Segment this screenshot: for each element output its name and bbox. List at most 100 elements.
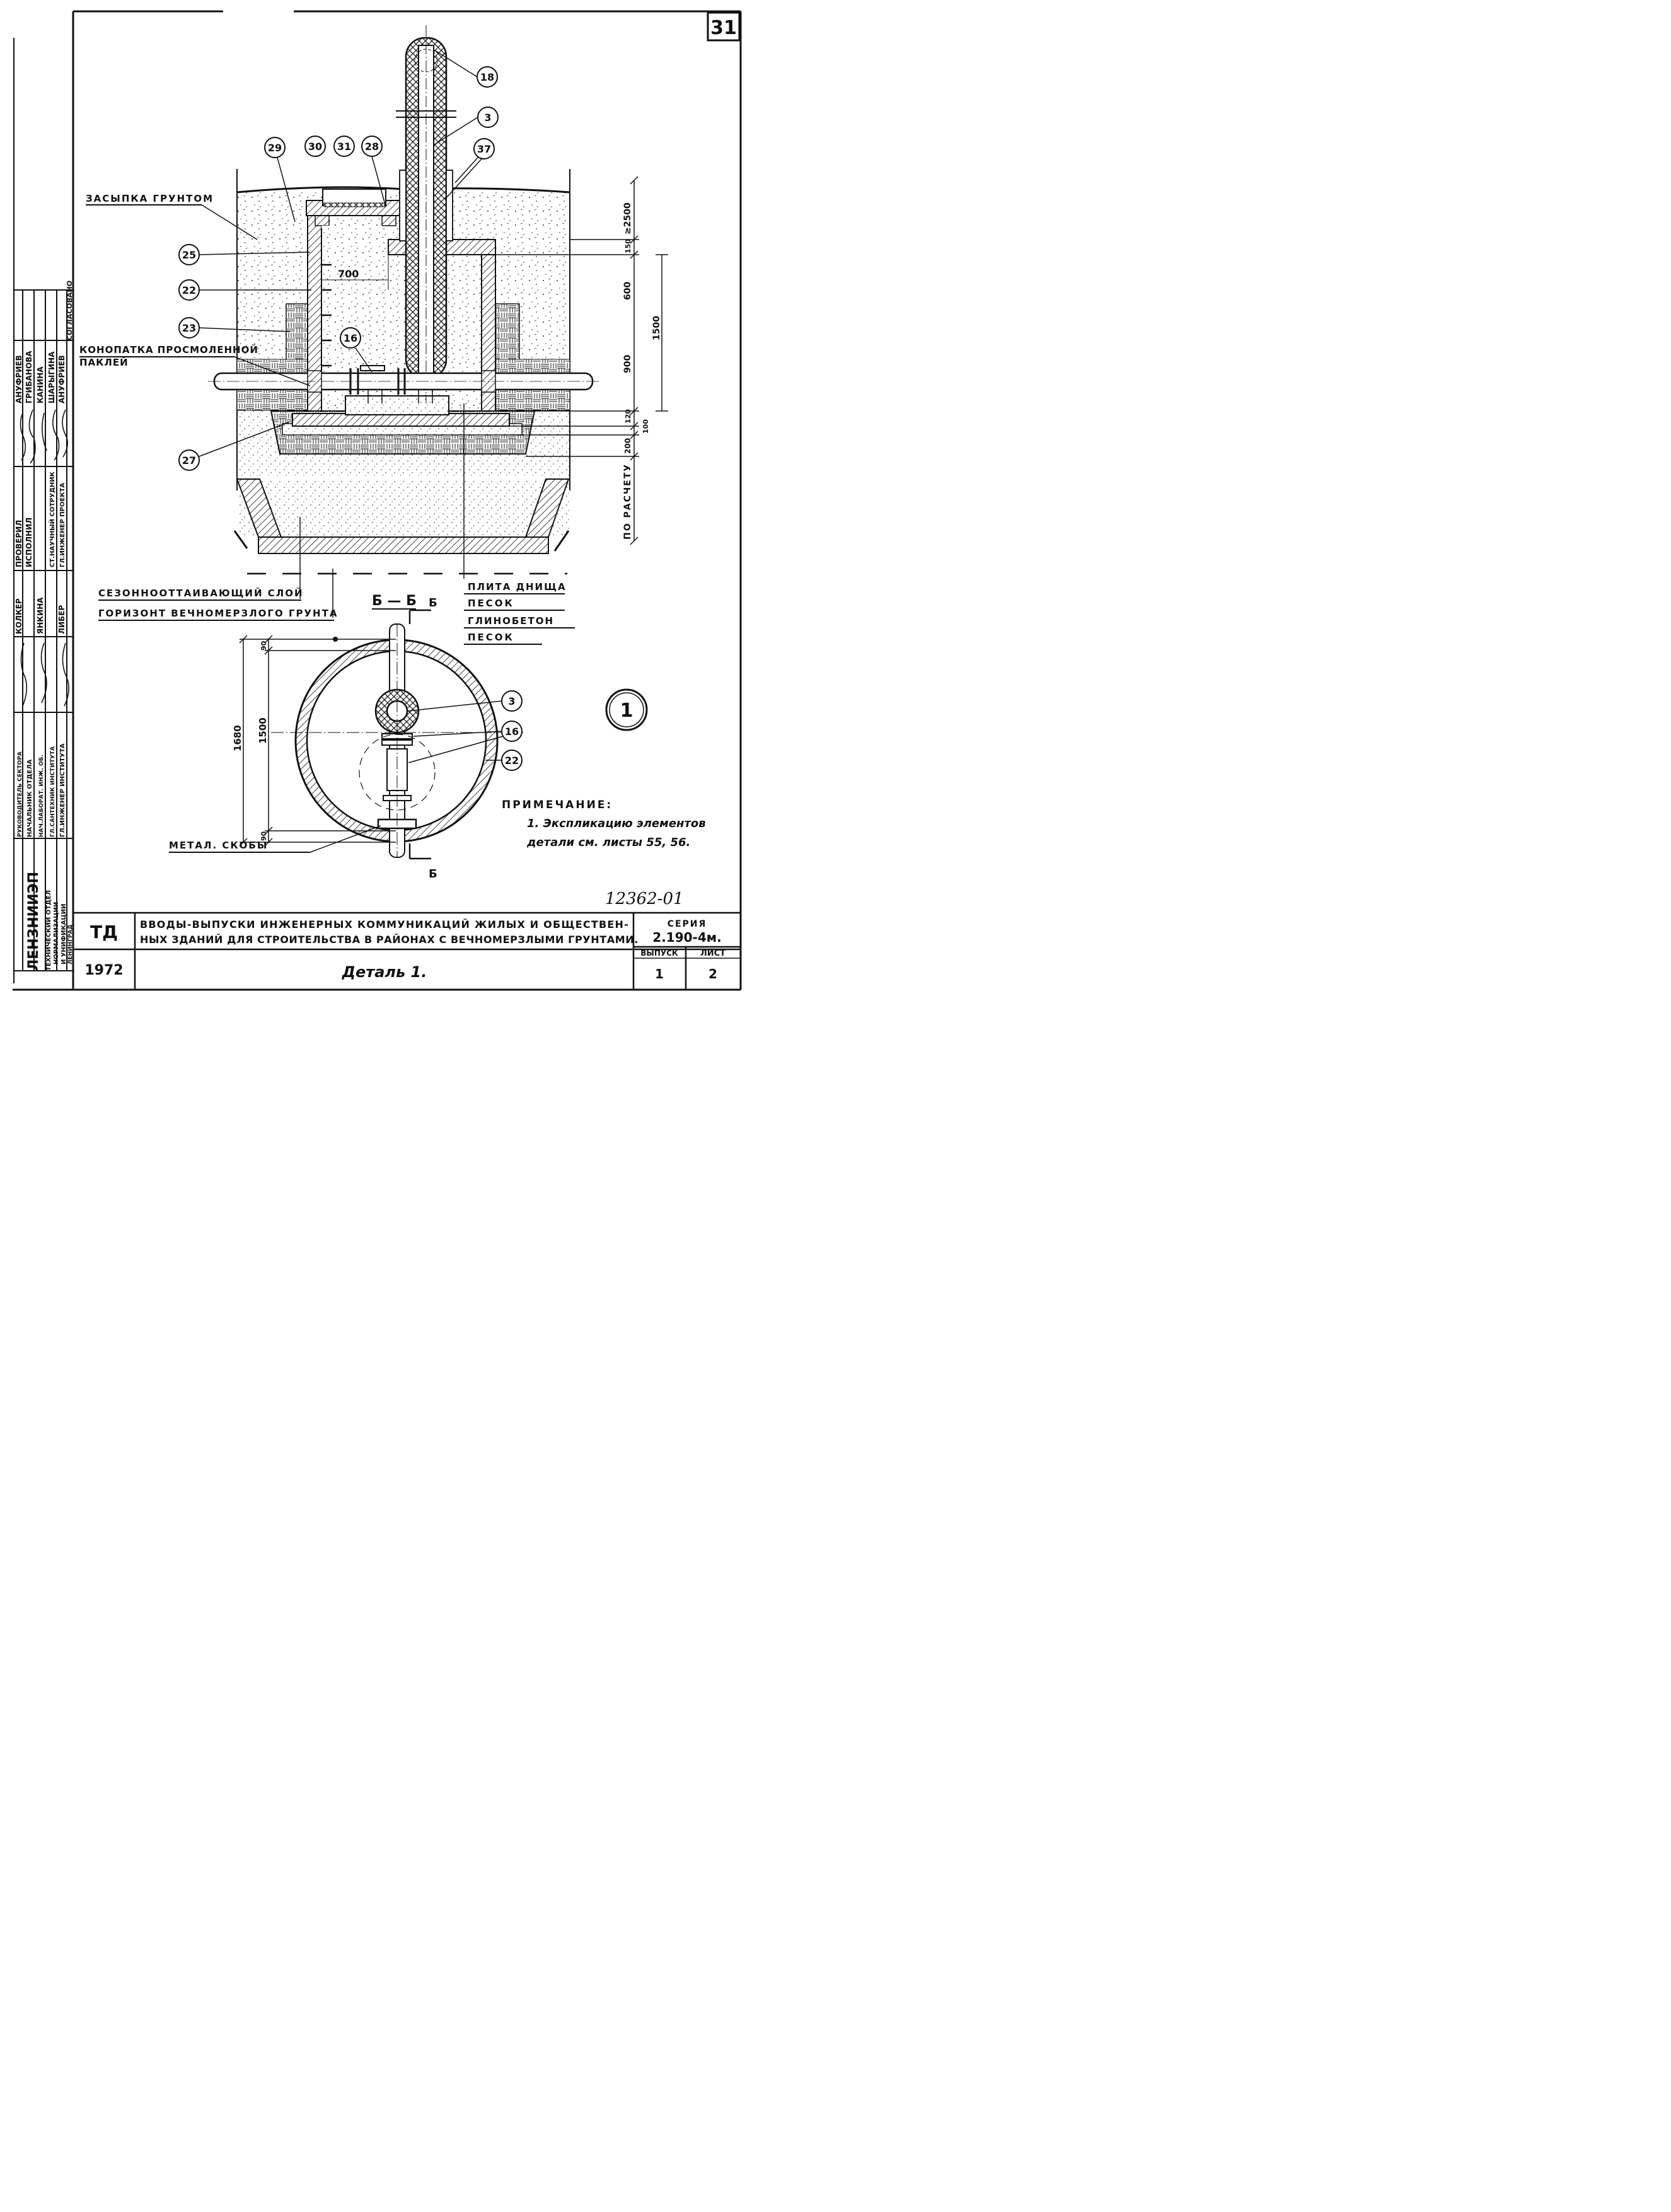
dim-150: 150 (624, 239, 632, 253)
approval-name-4: ГРИБАНОВА (25, 350, 33, 403)
org-line-4: И УНИФИКАЦИИ (61, 903, 67, 964)
callout-23: 23 (182, 322, 196, 334)
label-gorizont: ГОРИЗОНТ ВЕЧНОМЕРЗЛОГО ГРУНТА (98, 608, 338, 619)
head-role-2: ГЛ.САНТЕХНИК ИНСТИТУТА (50, 746, 56, 837)
dimension-chain (495, 176, 668, 545)
plan-callout-16: 16 (505, 726, 519, 738)
callout-3: 3 (484, 112, 491, 124)
approval-role-2: СТ.НАУЧНЫЙ СОТРУДНИК (48, 471, 56, 567)
seria-label: СЕРИЯ (668, 919, 707, 929)
title-line-1: ВВОДЫ-ВЫПУСКИ ИНЖЕНЕРНЫХ КОММУНИКАЦИЙ ЖИ… (140, 918, 629, 930)
plan-dim-90-bottom: 90 (260, 831, 268, 841)
approval-role-5: ПРОВЕРИЛ (14, 520, 23, 567)
title-block-text: ТД 1972 ВВОДЫ-ВЫПУСКИ ИНЖЕНЕРНЫХ КОММУНИ… (84, 918, 726, 982)
dim-po-raschetu: ПО РАСЧЕТУ (623, 463, 633, 540)
note-block: ПРИМЕЧАНИЕ: 1. Экспликацию элементов дет… (502, 799, 706, 849)
callout-29: 29 (268, 142, 282, 154)
sheet-number-box: 31 (707, 11, 741, 42)
sheet-number: 31 (710, 17, 737, 39)
head-role-1: ГЛ.ИНЖЕНЕР ИНСТИТУТА (59, 743, 66, 837)
insulation-band-right (495, 359, 570, 374)
head-role-3: НАЧ.ЛАБОРАТ. ИНЖ. ОБ. (38, 755, 45, 837)
plan-dim-90-top: 90 (260, 640, 268, 651)
note-line-2: детали см. листы 55, 56. (526, 836, 690, 849)
callout-27: 27 (182, 455, 196, 466)
section-title: Б — Б (372, 593, 417, 609)
approval-name-3: КАНИНА (36, 366, 45, 403)
note-title: ПРИМЕЧАНИЕ: (502, 799, 613, 811)
note-line-1: 1. Экспликацию элементов (527, 817, 706, 830)
vypusk-label: ВЫПУСК (640, 949, 678, 958)
insulation-right-upper (495, 303, 520, 368)
insulation-right-lower (495, 387, 570, 411)
approval-role-1: ГЛ.ИНЖЕНЕР ПРОЕКТА (59, 483, 66, 567)
title-block (73, 912, 741, 990)
plan-view: Б Б 1680 1500 90 90 3 16 22 (169, 596, 523, 881)
callout-31: 31 (337, 141, 351, 153)
td-label: ТД (90, 922, 118, 942)
sheet-frame (13, 10, 742, 991)
dim-700: 700 (338, 268, 359, 280)
dim-120: 120 (624, 409, 632, 424)
plan-callout-3: 3 (508, 695, 515, 707)
label-konopatka-2: ПАКЛЕЙ (79, 356, 129, 368)
head-name-1: ЛИБЕР (57, 605, 66, 634)
label-konopatka-1: КОНОПАТКА ПРОСМОЛЕННОЙ (79, 344, 258, 356)
layer-1: ПЛИТА ДНИЩА (468, 581, 567, 593)
plan-dim-1500: 1500 (257, 717, 269, 744)
org-line-2: ТЕХНИЧЕСКИЙ ОТДЕЛ (44, 890, 52, 971)
side-stamp-text: СОГЛАСОВАНО АНУФРИЕВ ШАРЫГИНА КАНИНА ГРИ… (14, 281, 74, 971)
detail-number: 1 (620, 700, 633, 722)
callout-numbers-section: 18 3 29 30 31 28 37 25 22 23 16 27 (182, 71, 494, 466)
callout-28: 28 (365, 141, 379, 153)
label-metal: МЕТАЛ. СКОБЫ (169, 840, 268, 851)
vypusk-value: 1 (655, 966, 664, 982)
layer-legend: ПЛИТА ДНИЩА ПЕСОК ГЛИНОБЕТОН ПЕСОК (464, 581, 575, 645)
callout-25: 25 (182, 249, 196, 261)
head-role-5: РУКОВОДИТЕЛЬ СЕКТОРА (17, 751, 23, 837)
fitting (360, 365, 385, 371)
drawing-sheet: 31 СОГЛАСОВАНО АНУФРИЕВ ШАРЫГИНА КАНИНА … (13, 10, 742, 991)
side-stamp (13, 38, 73, 983)
signatures (20, 409, 69, 707)
dim-100: 100 (642, 419, 650, 434)
title-line-2: НЫХ ЗДАНИЙ ДЛЯ СТРОИТЕЛЬСТВА В РАЙОНАХ С… (140, 934, 639, 946)
head-role-4: НАЧАЛЬНИК ОТДЕЛА (26, 759, 33, 837)
insulation-left-lower (236, 387, 308, 411)
sleeve-right (446, 170, 453, 241)
soglasovano: СОГЛАСОВАНО (66, 281, 74, 340)
callout-16: 16 (344, 332, 357, 344)
approval-name-5: АНУФРИЕВ (14, 355, 23, 403)
section-labels: ЗАСЫПКА ГРУНТОМ КОНОПАТКА ПРОСМОЛЕННОЙ П… (79, 193, 575, 645)
trench-soil (237, 479, 570, 536)
label-sezon: СЕЗОННООТТАИВАЮЩИЙ СЛОЙ (98, 587, 304, 599)
pedestal (345, 395, 449, 415)
dim-2500: ≥2500 (623, 202, 633, 235)
seria-value: 2.190-4м. (652, 930, 721, 945)
drawing-id: 12362-01 (605, 889, 684, 908)
layer-4: ПЕСОК (468, 632, 514, 643)
sleeve-left (399, 170, 407, 241)
callout-30: 30 (308, 141, 322, 153)
section-view (208, 25, 599, 618)
dimension-values: ≥2500 150 600 1500 900 120 100 200 ПО РА… (623, 202, 662, 540)
plan-callout-22: 22 (505, 755, 519, 767)
org-name: ЛЕНЗНИИЭП (26, 872, 42, 971)
layer-3: ГЛИНОБЕТОН (468, 615, 554, 627)
ladder-rungs (321, 263, 332, 367)
callouts-section (178, 50, 499, 471)
list-label: ЛИСТ (700, 949, 726, 958)
dim-900: 900 (623, 355, 633, 373)
plan-dim-1680: 1680 (232, 725, 243, 751)
dim-1500: 1500 (652, 316, 662, 340)
callout-18: 18 (480, 71, 494, 83)
head-name-5: КОЛКЕР (14, 598, 23, 634)
label-zasypka: ЗАСЫПКА ГРУНТОМ (86, 193, 214, 204)
org-line-3: НОРМАЛИЗАЦИИ (53, 902, 60, 964)
callout-37: 37 (477, 143, 491, 155)
approval-name-2: ШАРЫГИНА (47, 351, 56, 403)
trench-bottom-hatch (258, 536, 549, 554)
org-line-5: ЛЕНИНГРАД (67, 924, 74, 964)
subtitle: Деталь 1. (342, 963, 427, 981)
dim-600: 600 (623, 282, 633, 300)
